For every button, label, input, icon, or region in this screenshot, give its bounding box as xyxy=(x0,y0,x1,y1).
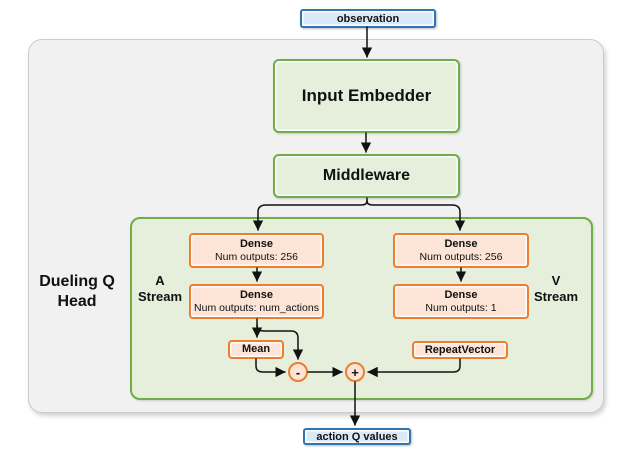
observation-node: observation xyxy=(300,9,436,28)
mean-label: Mean xyxy=(241,343,271,356)
add-operator-icon: + xyxy=(345,362,365,382)
v-stream-label: V Stream xyxy=(527,273,585,304)
dense-a2-node: Dense Num outputs: num_actions xyxy=(189,284,324,319)
a-stream-label-line1: A xyxy=(155,273,165,288)
mean-node: Mean xyxy=(228,340,284,359)
dense-a2-subtitle: Num outputs: num_actions xyxy=(194,301,319,314)
a-stream-label-line2: Stream xyxy=(137,288,183,304)
middleware-node: Middleware xyxy=(273,154,460,198)
v-stream-label-line2: Stream xyxy=(533,288,579,304)
dense-a1-node: Dense Num outputs: 256 xyxy=(189,233,324,268)
action-q-values-node: action Q values xyxy=(303,428,411,445)
dense-a2-title: Dense xyxy=(239,288,274,301)
a-stream-label: A Stream xyxy=(131,273,189,304)
middleware-label: Middleware xyxy=(322,167,411,184)
dense-a1-title: Dense xyxy=(239,237,274,250)
repeat-vector-node: RepeatVector xyxy=(412,341,508,359)
action-q-values-label: action Q values xyxy=(316,430,398,443)
dueling-q-head-label-line2: Head xyxy=(57,293,97,310)
dense-v2-subtitle: Num outputs: 1 xyxy=(425,301,497,314)
subtract-operator-glyph: - xyxy=(295,364,301,380)
dense-v1-node: Dense Num outputs: 256 xyxy=(393,233,529,268)
dense-v1-subtitle: Num outputs: 256 xyxy=(419,250,503,263)
dense-v1-title: Dense xyxy=(444,237,478,250)
subtract-operator-icon: - xyxy=(288,362,308,382)
dense-v2-title: Dense xyxy=(444,288,478,301)
repeat-vector-label: RepeatVector xyxy=(424,343,496,356)
input-embedder-node: Input Embedder xyxy=(273,59,460,133)
observation-label: observation xyxy=(336,12,400,25)
dueling-q-head-label: Dueling Q Head xyxy=(18,272,136,312)
v-stream-label-line1: V xyxy=(551,273,561,288)
input-embedder-label: Input Embedder xyxy=(301,86,432,105)
dense-a1-subtitle: Num outputs: 256 xyxy=(215,250,298,263)
dense-v2-node: Dense Num outputs: 1 xyxy=(393,284,529,319)
add-operator-glyph: + xyxy=(351,364,359,380)
dueling-q-head-label-line1: Dueling Q xyxy=(39,273,115,290)
